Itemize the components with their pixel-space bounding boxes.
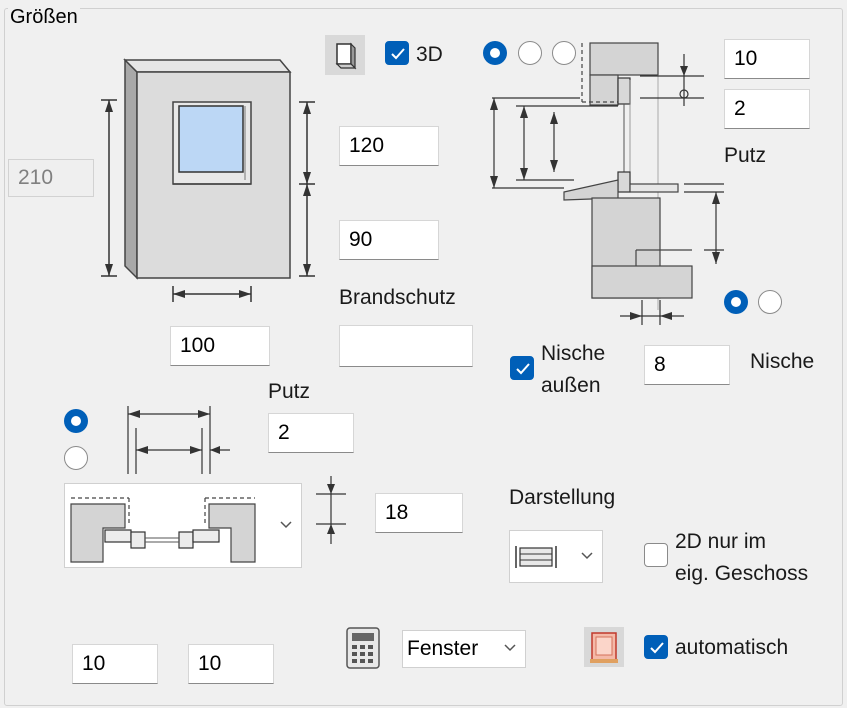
darstellung-label: Darstellung xyxy=(509,486,616,509)
depth-field[interactable]: 18 xyxy=(375,493,463,533)
chevron-down-icon xyxy=(280,520,292,528)
cube-icon xyxy=(335,42,357,70)
material-icon xyxy=(590,632,618,663)
plan-mode-radio-1[interactable] xyxy=(64,409,88,433)
automatisch-label: automatisch xyxy=(675,636,789,659)
nische-label: Nische xyxy=(750,350,815,373)
chevron-down-icon xyxy=(504,644,516,652)
plan-putz-field[interactable]: 2 xyxy=(268,413,354,453)
view-3d-label: 3D xyxy=(416,43,443,66)
checkmark-icon xyxy=(516,363,530,375)
only-2d-checkbox[interactable] xyxy=(644,543,668,567)
material-button[interactable] xyxy=(584,627,624,667)
view-3d-icon-button[interactable] xyxy=(325,35,365,75)
wall-section-diagram xyxy=(490,42,724,325)
window-plan-preview-icon xyxy=(70,496,256,563)
depth-dimension-icon xyxy=(316,476,346,544)
nische-field[interactable]: 8 xyxy=(644,345,730,385)
type-select[interactable]: Fenster xyxy=(402,630,526,668)
section-putz-label: Putz xyxy=(724,144,767,167)
reveal-side-radio-2[interactable] xyxy=(758,290,782,314)
calculator-icon xyxy=(346,627,380,669)
sill-height-field[interactable]: 90 xyxy=(339,220,439,260)
checkmark-icon xyxy=(391,48,405,60)
group-title: Größen xyxy=(8,6,80,29)
automatisch-checkbox[interactable] xyxy=(644,635,668,659)
darstellung-dropdown[interactable] xyxy=(509,530,603,583)
section-mode-radio-2[interactable] xyxy=(518,41,542,65)
only-2d-label-line2: eig. Geschoss xyxy=(675,562,809,585)
groesse-groupbox xyxy=(4,8,843,706)
window-elevation-diagram xyxy=(101,58,315,302)
section-mode-radio-3[interactable] xyxy=(552,41,576,65)
plan-putz-label: Putz xyxy=(268,380,311,403)
upper-height-field[interactable]: 120 xyxy=(339,126,439,166)
reveal-top-field[interactable]: 10 xyxy=(724,39,810,79)
only-2d-label-line1: 2D nur im xyxy=(675,530,767,553)
brandschutz-label: Brandschutz xyxy=(339,286,456,309)
height-total-field: 210 xyxy=(8,159,94,197)
reveal-side-radio-1[interactable] xyxy=(724,290,748,314)
nische-aussen-checkbox[interactable] xyxy=(510,356,534,380)
brandschutz-field[interactable] xyxy=(339,325,473,367)
reveal-second-field[interactable]: 2 xyxy=(724,89,810,129)
chevron-down-icon xyxy=(581,551,593,559)
checkmark-icon xyxy=(650,642,664,654)
plan-variant-dropdown[interactable] xyxy=(64,483,302,568)
window-symbol-icon xyxy=(515,545,557,568)
bottom-left-field[interactable]: 10 xyxy=(72,644,158,684)
bottom-right-field[interactable]: 10 xyxy=(188,644,274,684)
type-select-value: Fenster xyxy=(407,637,479,660)
view-3d-checkbox[interactable] xyxy=(385,41,409,65)
section-mode-radio-1[interactable] xyxy=(483,41,507,65)
calculator-button[interactable] xyxy=(344,625,382,671)
plan-dimension-diagram xyxy=(127,406,230,474)
nische-aussen-label-line2: außen xyxy=(541,374,601,397)
plan-mode-radio-2[interactable] xyxy=(64,446,88,470)
width-field[interactable]: 100 xyxy=(170,326,270,366)
nische-aussen-label-line1: Nische xyxy=(541,342,606,365)
